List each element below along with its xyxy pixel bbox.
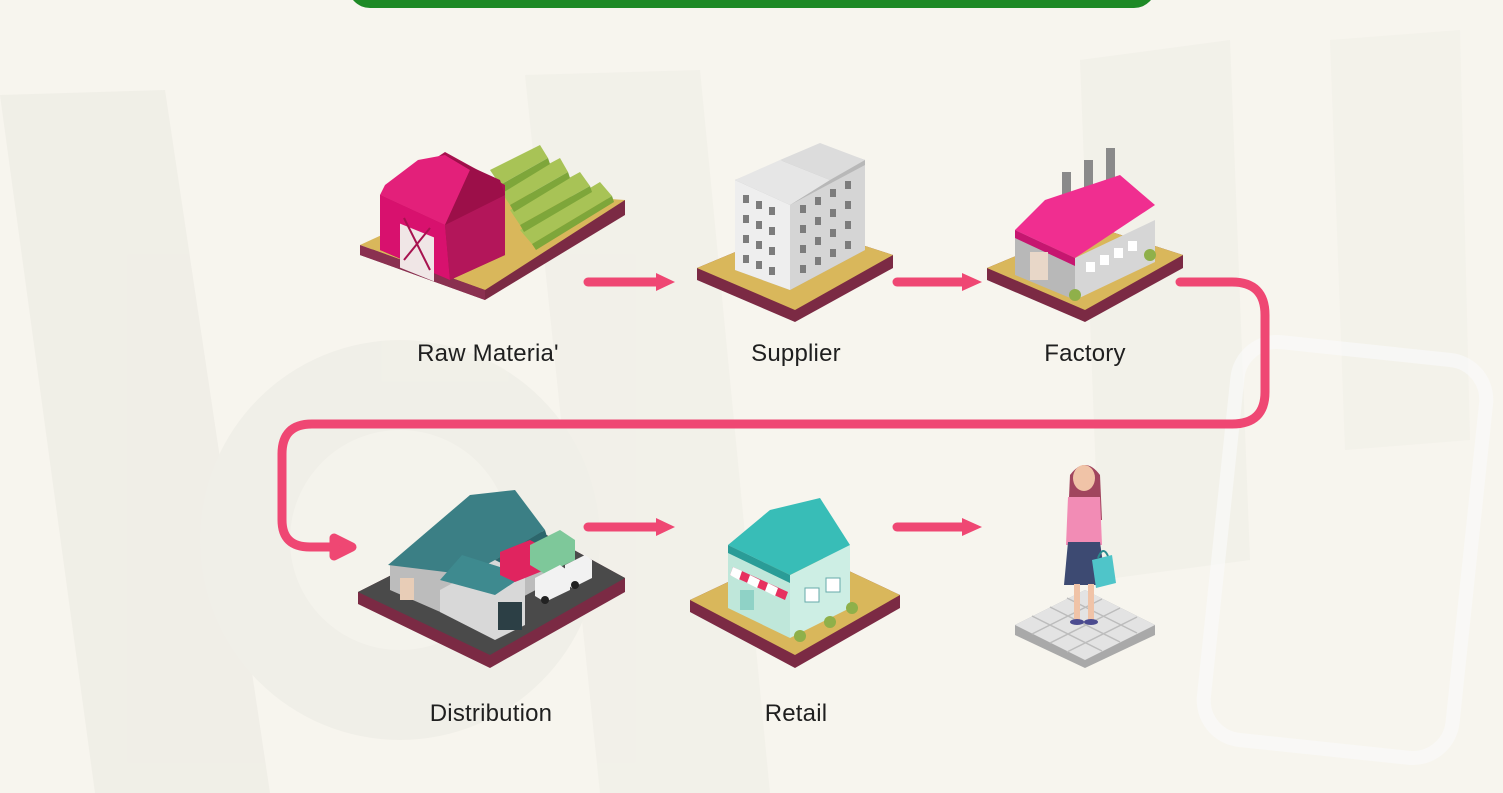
stage-label-raw-material: Raw Materia' xyxy=(417,340,559,367)
stage-label-factory: Factory xyxy=(1044,340,1126,367)
farm-barn-icon xyxy=(360,145,625,300)
stage-label-distribution: Distribution xyxy=(429,700,553,727)
shopper-woman-icon xyxy=(1015,465,1155,668)
office-building-icon xyxy=(697,143,893,322)
phone-doodle-icon xyxy=(1196,334,1494,766)
arrow-distribution-to-retail xyxy=(583,518,675,536)
arrow-factory-to-distribution xyxy=(277,277,1270,552)
top-banner xyxy=(348,0,1156,8)
arrow-supplier-to-factory xyxy=(892,273,982,291)
stage-label-supplier: Supplier xyxy=(751,340,841,367)
retail-shop-icon xyxy=(690,498,900,668)
striped-awning xyxy=(730,567,788,600)
stage-label-retail: Retail xyxy=(764,700,828,727)
arrow-retail-to-consumer xyxy=(892,518,982,536)
warehouse-trucks-icon xyxy=(358,490,625,668)
factory-icon xyxy=(987,148,1183,322)
arrow-raw-to-supplier xyxy=(583,273,675,291)
